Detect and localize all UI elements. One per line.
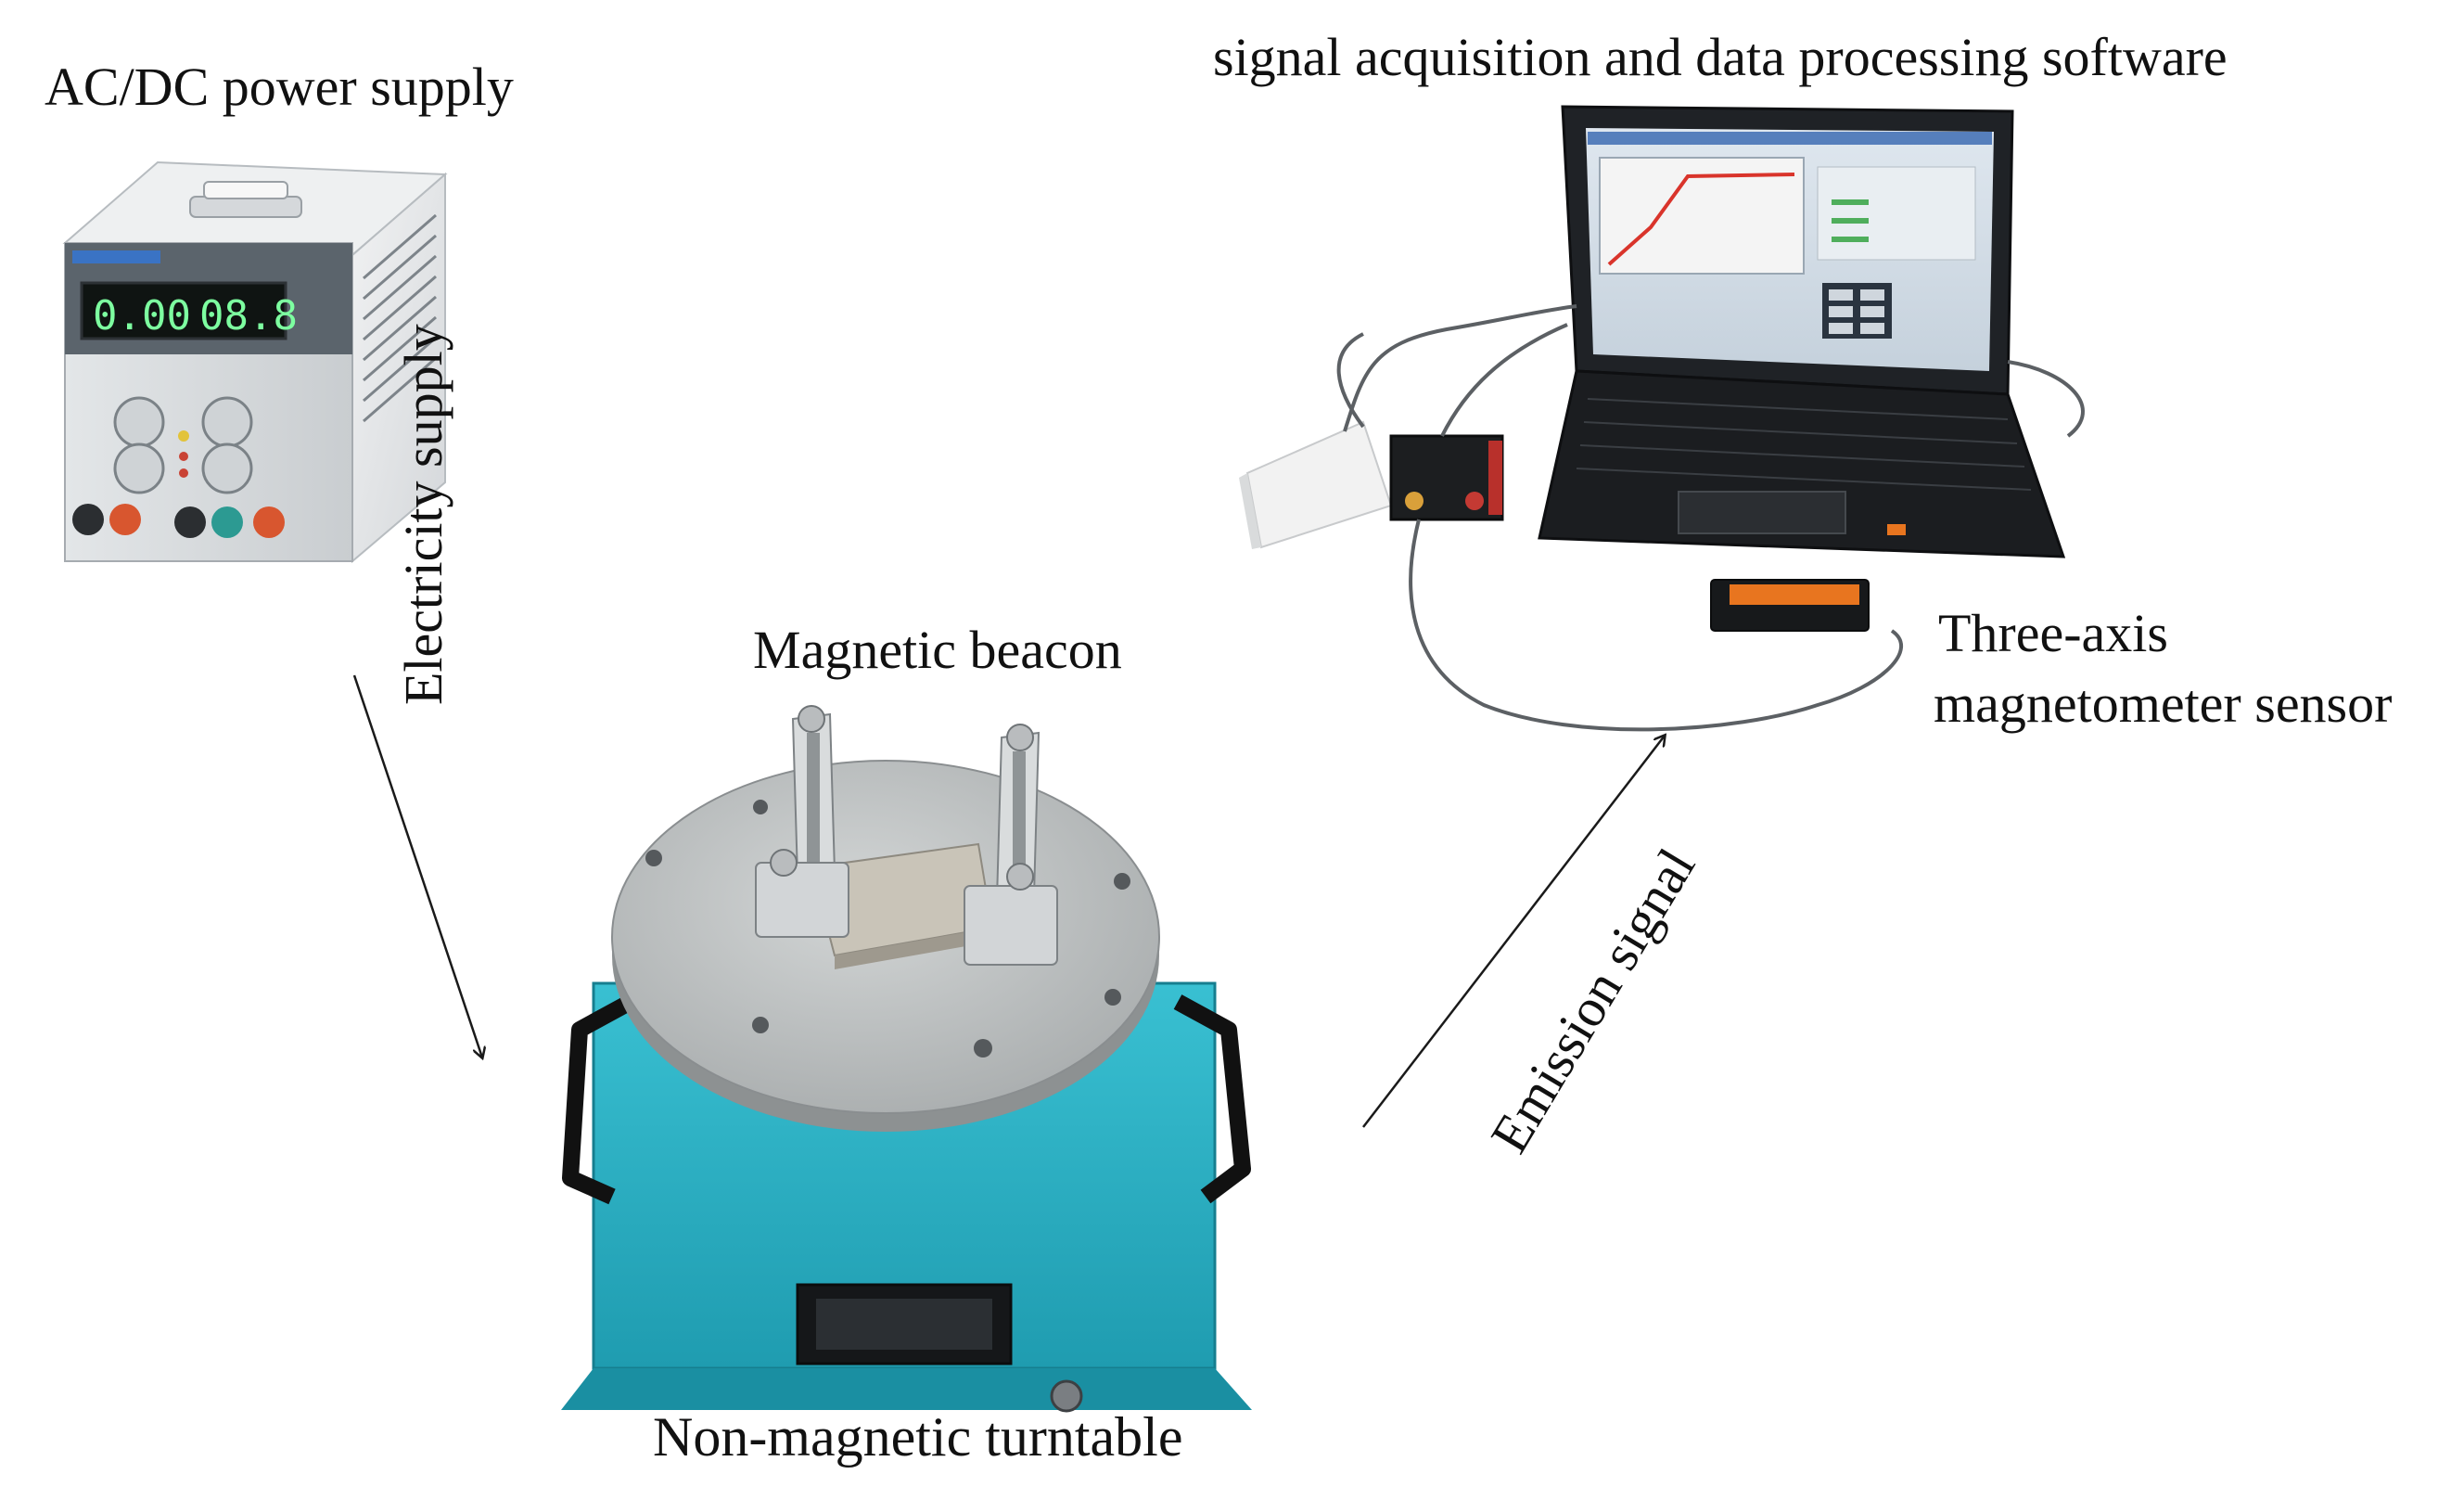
turntable-handle-right [1173, 994, 1251, 1204]
turntable-device [561, 705, 1252, 1413]
cables [1336, 304, 2085, 732]
chart-trace [1607, 173, 1795, 266]
control-knobs [113, 396, 253, 494]
electricity-supply-label: Electricity supply [393, 324, 453, 705]
acquisition-box [1389, 434, 1504, 521]
beacon-clamp-right [964, 724, 1058, 966]
magnetic-beacon-label: Magnetic beacon [753, 620, 1122, 680]
magnetometer-sensor [1710, 579, 1870, 632]
power-bank [1239, 420, 1393, 549]
touchpad [1678, 491, 1846, 534]
power-supply-unit: 0.00 08.8 [62, 160, 448, 564]
power-supply-label: AC/DC power supply [45, 57, 514, 117]
keyboard [1576, 398, 2032, 491]
turntable-connector [1050, 1379, 1083, 1413]
beacon-clamp-left [755, 705, 849, 938]
sensor-label-line1: Three-axis [1938, 603, 2168, 663]
voltage-readout: 0.00 [93, 292, 191, 340]
display-panel [80, 281, 287, 340]
current-readout: 08.8 [199, 292, 298, 340]
laptop [1538, 105, 2066, 558]
turntable-handle-left [562, 994, 635, 1205]
electricity-supply-arrow [352, 674, 482, 1058]
software-label: signal acquisition and data processing s… [1213, 27, 2228, 87]
handle [189, 196, 302, 218]
emission-signal-arrow [1362, 736, 1665, 1128]
turntable-label: Non-magnetic turntable [653, 1406, 1183, 1468]
binding-posts [72, 504, 285, 538]
sensor-label-line2: magnetometer sensor [1934, 673, 2393, 734]
